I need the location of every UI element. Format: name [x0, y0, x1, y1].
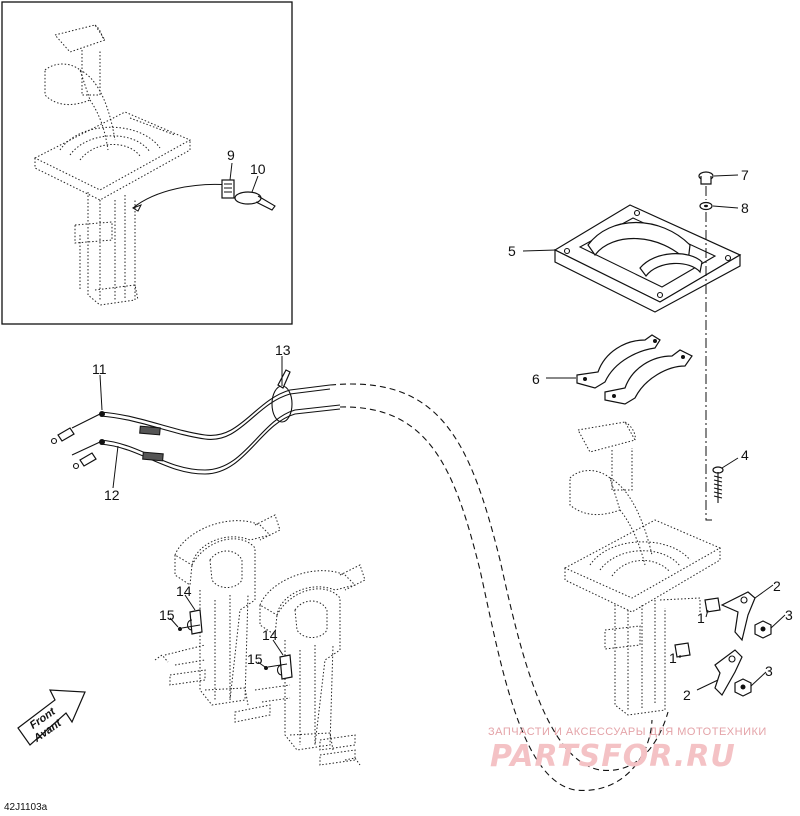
callout-15a: 15	[159, 607, 175, 623]
part-6-brackets	[576, 334, 693, 405]
handle-bracket-right	[259, 564, 366, 751]
alignment-line	[705, 186, 712, 521]
callout-1b: 1	[669, 650, 677, 666]
watermark-tagline: ЗАПЧАСТИ И АКСЕССУАРЫ ДЛЯ МОТОТЕХНИКИ	[488, 726, 767, 738]
callout-8: 8	[741, 200, 749, 216]
handle-bracket-left	[174, 514, 281, 706]
watermark-brand: PARTSFOR.RU	[490, 739, 736, 774]
callout-6: 6	[532, 371, 540, 387]
drawing-code: 42J1103a	[4, 802, 48, 813]
callout-12: 12	[104, 487, 120, 503]
callout-5: 5	[508, 243, 516, 259]
callout-2a: 2	[773, 578, 781, 594]
control-cables	[50, 383, 669, 791]
lower-left-hardware	[154, 644, 361, 766]
callout-13: 13	[275, 342, 291, 358]
callout-15b: 15	[247, 651, 263, 667]
part-3-nuts	[734, 620, 772, 697]
callout-1a: 1	[697, 610, 705, 626]
front-direction-arrow	[17, 689, 86, 746]
part-7-screw	[698, 171, 714, 185]
callout-3a: 3	[785, 607, 793, 623]
inset-frame	[1, 1, 293, 325]
callout-2b: 2	[683, 687, 691, 703]
callout-3b: 3	[765, 663, 773, 679]
part-1-bolts	[674, 597, 721, 658]
callout-14b: 14	[262, 627, 278, 643]
callout-11: 11	[92, 361, 107, 377]
main-throttle-assembly	[563, 421, 722, 716]
callout-leaders	[99, 162, 786, 691]
inset-clip-and-tie	[131, 179, 276, 212]
inset-throttle-assembly	[33, 24, 192, 306]
callout-7: 7	[741, 167, 749, 183]
part-4-screw	[712, 466, 724, 503]
callout-4: 4	[741, 447, 749, 463]
part-8-washer	[699, 201, 713, 211]
callout-10: 10	[250, 161, 266, 177]
part-2-brackets	[714, 591, 756, 696]
callout-14a: 14	[176, 583, 192, 599]
part-5-cover	[553, 204, 742, 313]
callout-9: 9	[227, 147, 235, 163]
